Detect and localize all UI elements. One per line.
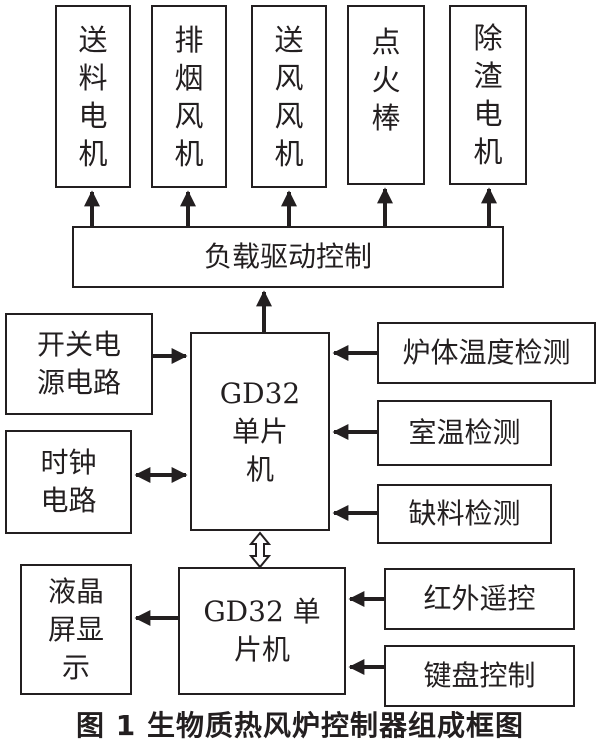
room-temp-box: 室温检测 <box>377 400 552 466</box>
load-driver-label: 负载驱动控制 <box>203 240 372 273</box>
main-mcu-line: 机 <box>245 452 274 486</box>
feed-motor-char: 料 <box>78 60 108 95</box>
lcd-line: 屏显 <box>47 612 104 646</box>
power-supply-line: 源电路 <box>36 366 121 399</box>
lcd-line: 示 <box>61 650 90 684</box>
blower-char: 风 <box>274 98 304 133</box>
igniter-char: 火 <box>371 63 401 97</box>
igniter-box: 点 火 棒 <box>347 5 425 185</box>
blower-char: 机 <box>274 136 304 171</box>
lcd-line: 液晶 <box>47 574 104 608</box>
exhaust-fan-char: 排 <box>174 22 204 57</box>
ash-motor-char: 电 <box>473 97 503 131</box>
lcd-box: 液晶 屏显 示 <box>20 564 132 695</box>
blower-box: 送 风 风 机 <box>251 5 327 188</box>
aux-mcu-line: 片机 <box>233 633 290 666</box>
clock-line: 时钟 <box>40 446 97 479</box>
exhaust-fan-char: 机 <box>174 136 204 171</box>
power-supply-box: 开关电 源电路 <box>5 313 153 415</box>
ash-motor-char: 机 <box>473 135 503 169</box>
ir-remote-label: 红外遥控 <box>423 582 536 615</box>
keyboard-box: 键盘控制 <box>384 645 575 707</box>
material-shortage-label: 缺料检测 <box>408 497 521 530</box>
power-supply-line: 开关电 <box>36 328 121 361</box>
igniter-char: 点 <box>371 25 401 59</box>
ash-motor-char: 除 <box>473 21 503 55</box>
furnace-temp-label: 炉体温度检测 <box>402 336 571 369</box>
igniter-char: 棒 <box>371 101 401 135</box>
figure-caption: 图 1 生物质热风炉控制器组成框图 <box>76 709 524 742</box>
aux-mcu-line: GD32 单 <box>203 595 321 628</box>
blower-char: 风 <box>274 60 304 95</box>
clock-line: 电路 <box>40 484 97 517</box>
blower-char: 送 <box>274 22 304 57</box>
ash-motor-char: 渣 <box>473 59 503 93</box>
mcu-link-double-arrow <box>248 531 272 569</box>
furnace-temp-box: 炉体温度检测 <box>377 322 596 384</box>
clock-box: 时钟 电路 <box>5 430 132 534</box>
main-mcu-line: 单片 <box>231 414 288 448</box>
room-temp-label: 室温检测 <box>408 416 521 449</box>
material-shortage-box: 缺料检测 <box>377 484 552 544</box>
ash-motor-box: 除 渣 电 机 <box>449 5 527 185</box>
feed-motor-box: 送 料 电 机 <box>55 5 131 188</box>
feed-motor-char: 送 <box>78 22 108 57</box>
exhaust-fan-char: 烟 <box>174 60 204 95</box>
exhaust-fan-char: 风 <box>174 98 204 133</box>
load-driver-box: 负载驱动控制 <box>72 226 504 288</box>
ir-remote-box: 红外遥控 <box>384 568 575 630</box>
keyboard-label: 键盘控制 <box>423 659 536 692</box>
feed-motor-char: 机 <box>78 136 108 171</box>
main-mcu-line: GD32 <box>219 376 301 410</box>
feed-motor-char: 电 <box>78 98 108 133</box>
main-mcu-box: GD32 单片 机 <box>190 332 330 531</box>
aux-mcu-box: GD32 单 片机 <box>178 567 346 695</box>
exhaust-fan-box: 排 烟 风 机 <box>151 5 227 188</box>
